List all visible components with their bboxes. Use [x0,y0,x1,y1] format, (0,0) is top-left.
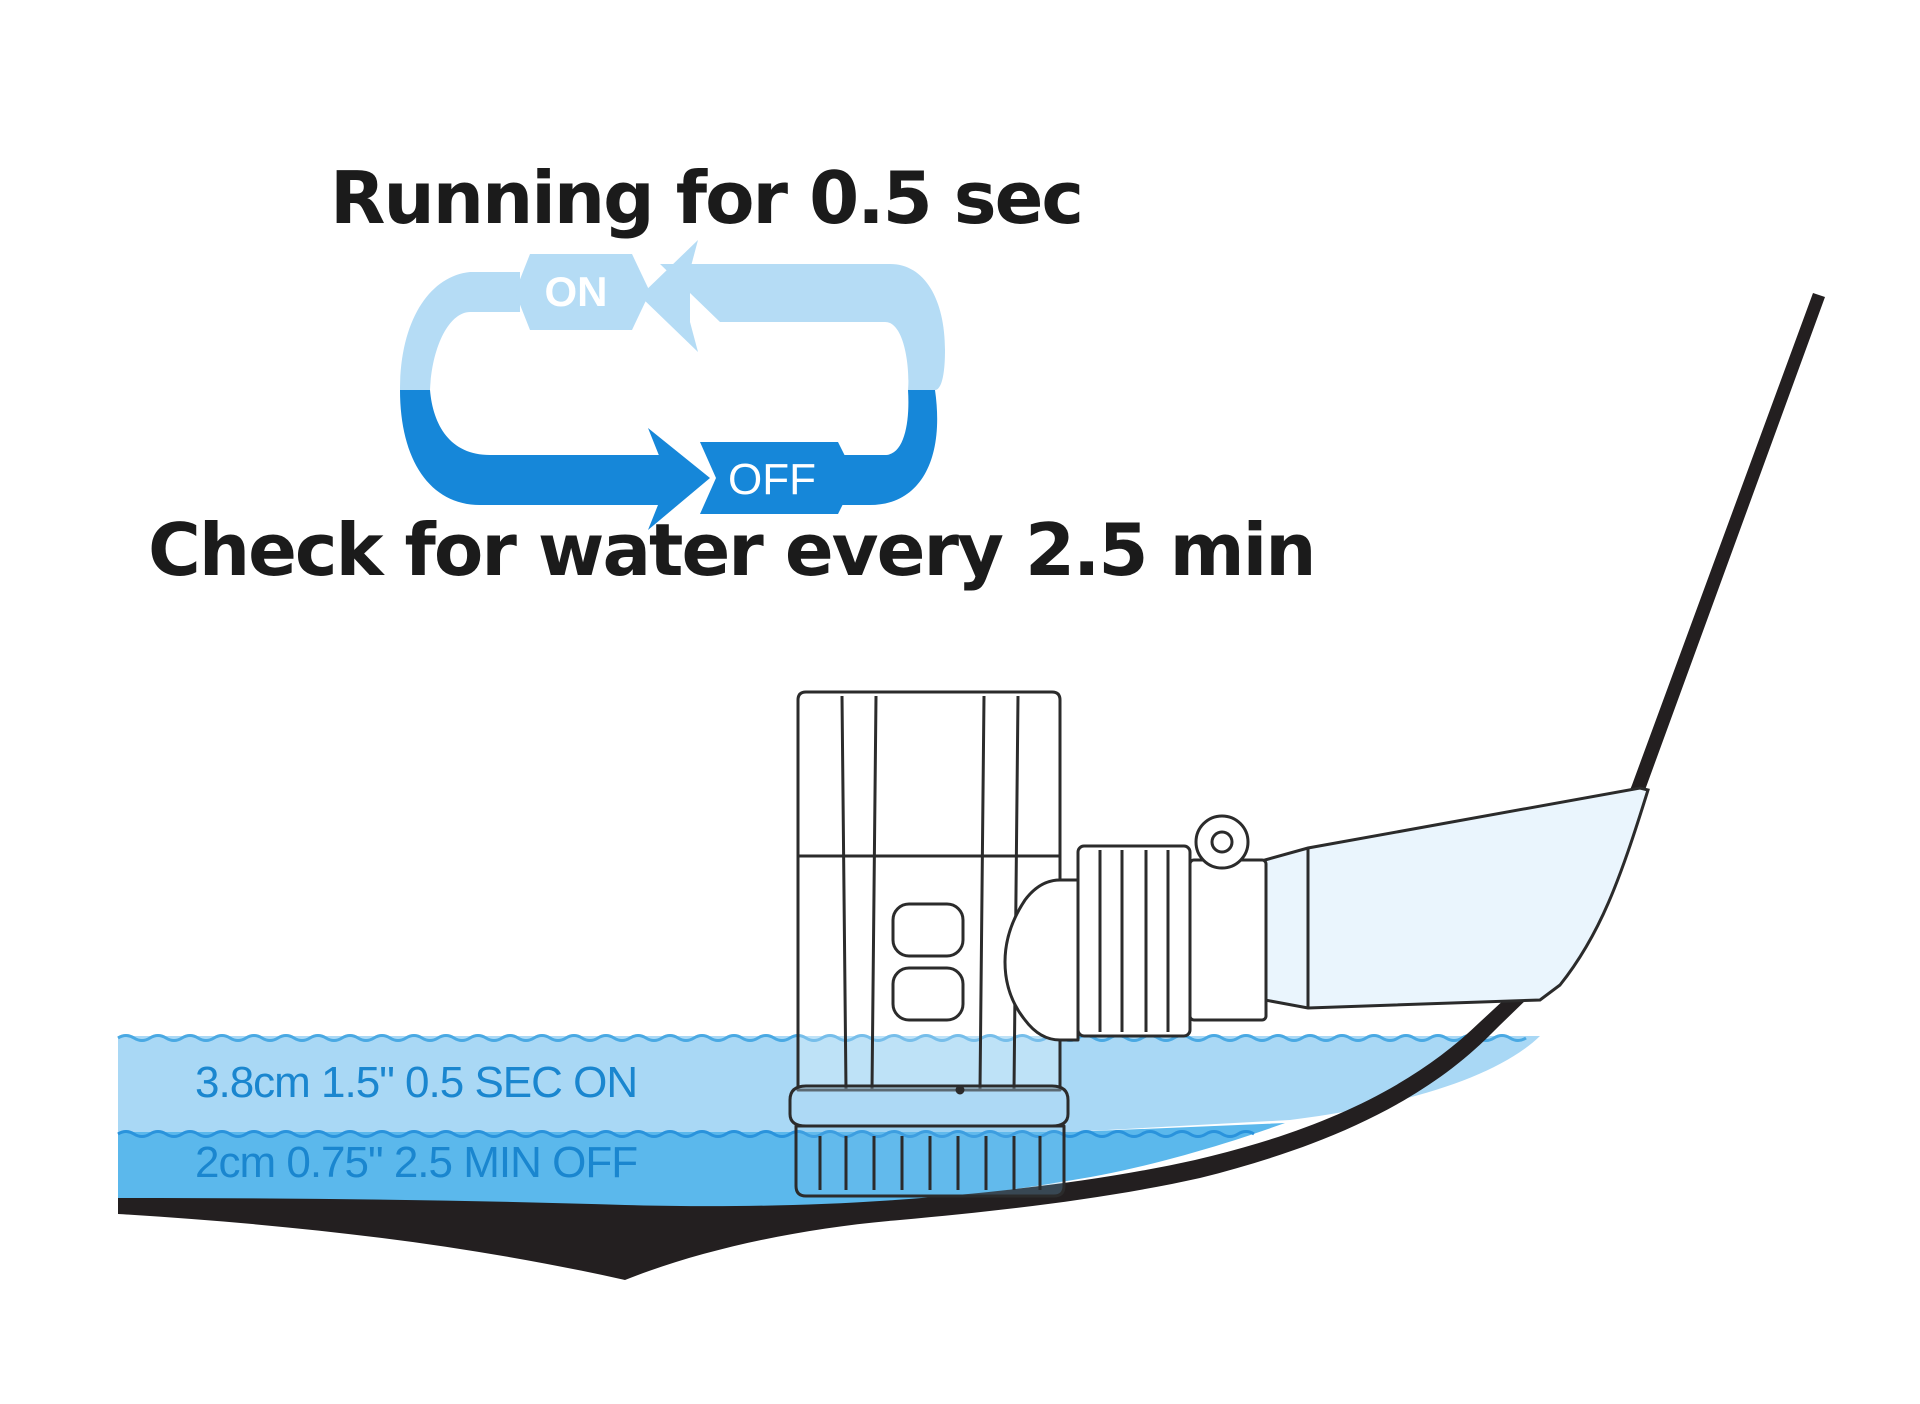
pump-outlet-nut [1076,844,1192,1038]
hose-body [1263,786,1650,1010]
cycle-diagram: ON OFF [400,240,945,530]
off-arrow [400,390,660,505]
on-arrow-tail [400,272,520,390]
off-arrowhead [648,428,710,530]
on-arrowhead [640,240,698,352]
check-interval-text: Check for water every 2.5 min [148,508,1317,592]
bilge-pump [788,690,1268,1198]
hose-clamp [1188,858,1268,1022]
off-arrow-tail [840,390,938,505]
on-badge-label: ON [545,268,608,315]
water-level-off-label: 2cm 0.75" 2.5 MIN OFF [195,1138,638,1187]
pump-housing [796,690,1062,1092]
pump-rib-left [840,695,878,1091]
pump-indicator-upper [891,902,965,958]
off-badge: OFF [700,442,856,514]
water-upper-band [118,1036,1540,1132]
pump-rib-right [978,695,1020,1091]
pump-outlet-elbow [1003,878,1080,1042]
water-upper-wave [117,1034,1527,1042]
on-badge: ON [515,254,650,330]
water-level-on-label: 3.8cm 1.5" 0.5 SEC ON [195,1058,638,1107]
on-arrow [660,264,945,390]
clamp-screw [1194,814,1250,870]
running-duration-text: Running for 0.5 sec [330,156,1084,240]
off-badge-label: OFF [728,455,816,504]
water-lower-band [118,1123,1285,1208]
pump-indicator-lower [891,966,965,1022]
discharge-hose [1263,786,1650,1010]
pump-base-skirt [788,1084,1070,1128]
